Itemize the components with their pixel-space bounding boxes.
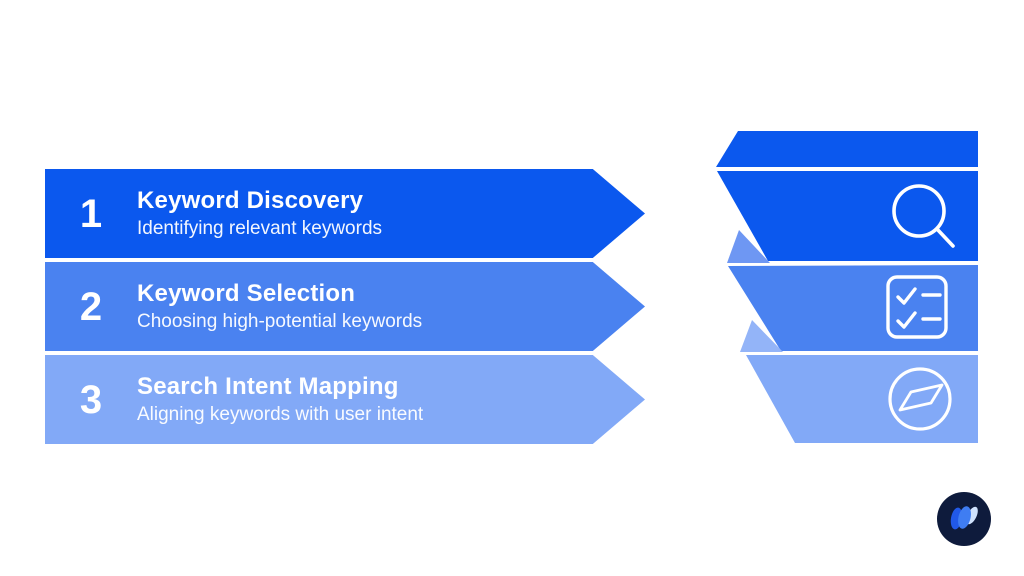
step-title: Keyword Selection <box>137 279 356 307</box>
step-title: Search Intent Mapping <box>137 372 399 400</box>
step-description: Aligning keywords with user intent <box>137 403 424 425</box>
ribbon-fold-2 <box>740 320 783 352</box>
step-number: 1 <box>79 191 103 236</box>
compass-icon <box>888 367 952 431</box>
step-text: Keyword Discovery Identifying relevant k… <box>137 186 382 242</box>
ribbon-band-1 <box>717 171 978 261</box>
ribbon-graphic <box>716 131 978 443</box>
checklist-icon <box>886 275 948 339</box>
step-number: 2 <box>79 284 103 329</box>
step-title: Keyword Discovery <box>137 186 364 214</box>
ribbon-cap <box>716 131 978 167</box>
ribbon-band-2 <box>728 265 978 351</box>
step-row-3: 3 Search Intent Mapping Aligning keyword… <box>45 355 645 444</box>
step-description: Identifying relevant keywords <box>137 217 383 239</box>
logo-w-mark <box>950 506 978 530</box>
step-number: 3 <box>79 377 103 422</box>
step-description: Choosing high-potential keywords <box>137 310 423 332</box>
ribbon-band-3 <box>746 355 978 443</box>
step-row-2: 2 Keyword Selection Choosing high-potent… <box>45 262 645 351</box>
step-text: Search Intent Mapping Aligning keywords … <box>137 372 423 428</box>
brand-logo <box>937 492 991 546</box>
ribbon-fold-1 <box>727 230 770 263</box>
step-text: Keyword Selection Choosing high-potentia… <box>137 279 422 335</box>
steps-list: 1 Keyword Discovery Identifying relevant… <box>45 169 645 448</box>
step-row-1: 1 Keyword Discovery Identifying relevant… <box>45 169 645 258</box>
search-icon <box>892 184 955 248</box>
